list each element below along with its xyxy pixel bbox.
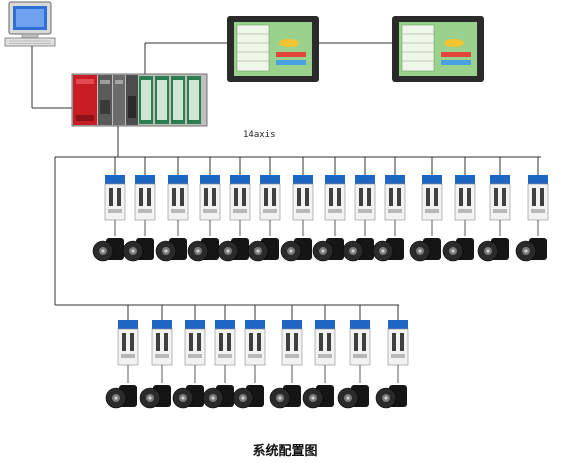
- servo-drive: [117, 320, 139, 366]
- servo-drive: [421, 175, 443, 221]
- servo-axis-unit: [155, 157, 189, 262]
- servo-drive: [527, 175, 549, 221]
- servo-network-bus: [54, 126, 541, 306]
- servo-axis-unit: [172, 305, 206, 409]
- servo-drive: [259, 175, 281, 221]
- servo-drive: [184, 320, 206, 366]
- servo-motor: [122, 220, 154, 262]
- servo-axis-unit: [312, 157, 346, 262]
- servo-motor: [409, 220, 441, 262]
- servo-drive: [229, 175, 251, 221]
- servo-row-top: [92, 157, 549, 262]
- servo-motor: [442, 220, 474, 262]
- servo-axis-unit: [337, 305, 371, 409]
- plc-io-modules: [139, 76, 201, 124]
- servo-drive: [292, 175, 314, 221]
- servo-axis-unit: [302, 305, 336, 409]
- servo-motor: [232, 365, 264, 409]
- servo-axis-unit: [105, 305, 139, 409]
- servo-motor: [105, 365, 137, 409]
- servo-motor: [515, 220, 547, 262]
- servo-motor: [372, 220, 404, 262]
- servo-axis-unit: [202, 305, 236, 409]
- servo-axis-unit: [247, 157, 281, 262]
- servo-motor: [269, 365, 301, 409]
- servo-drive: [151, 320, 173, 366]
- servo-drive: [489, 175, 511, 221]
- servo-axis-unit: [139, 305, 173, 409]
- servo-drive: [454, 175, 476, 221]
- servo-motor: [477, 220, 509, 262]
- servo-drive: [281, 320, 303, 366]
- servo-motor: [172, 365, 204, 409]
- servo-axis-unit: [280, 157, 314, 262]
- hmi-panel-2: [392, 16, 484, 82]
- servo-drive: [134, 175, 156, 221]
- servo-axis-unit: [232, 305, 266, 409]
- servo-drive: [384, 175, 406, 221]
- servo-axis-unit: [477, 157, 511, 262]
- servo-axis-unit: [269, 305, 303, 409]
- hmi-panel-1: [227, 16, 319, 82]
- servo-drive: [349, 320, 371, 366]
- servo-axis-unit: [122, 157, 156, 262]
- servo-motor: [139, 365, 171, 409]
- servo-axis-unit: [372, 157, 406, 262]
- servo-motor: [342, 220, 374, 262]
- servo-motor: [187, 220, 219, 262]
- servo-axis-unit: [217, 157, 251, 262]
- servo-row-bottom: [105, 305, 409, 409]
- servo-motor: [202, 365, 234, 409]
- plc-hmi-link: [144, 42, 392, 74]
- computer-terminal: [4, 1, 56, 47]
- servo-motor: [155, 220, 187, 262]
- servo-motor: [280, 220, 312, 262]
- servo-drive: [167, 175, 189, 221]
- servo-axis-unit: [515, 157, 549, 262]
- servo-drive: [387, 320, 409, 366]
- servo-drive: [354, 175, 376, 221]
- servo-motor: [375, 365, 407, 409]
- servo-motor: [247, 220, 279, 262]
- axis-count-label: 14axis: [243, 130, 276, 140]
- servo-axis-unit: [342, 157, 376, 262]
- servo-drive: [324, 175, 346, 221]
- servo-motor: [337, 365, 369, 409]
- servo-motor: [302, 365, 334, 409]
- servo-motor: [92, 220, 124, 262]
- servo-motor: [217, 220, 249, 262]
- servo-axis-unit: [375, 305, 409, 409]
- plc-rack: [71, 73, 208, 127]
- diagram-caption: 系统配置图: [252, 444, 318, 459]
- servo-drive: [314, 320, 336, 366]
- servo-axis-unit: [409, 157, 443, 262]
- servo-drive: [244, 320, 266, 366]
- servo-drive: [199, 175, 221, 221]
- servo-axis-unit: [187, 157, 221, 262]
- servo-axis-unit: [442, 157, 476, 262]
- servo-axis-unit: [92, 157, 126, 262]
- pc-plc-link: [31, 46, 73, 109]
- servo-drive: [214, 320, 236, 366]
- servo-motor: [312, 220, 344, 262]
- servo-drive: [104, 175, 126, 221]
